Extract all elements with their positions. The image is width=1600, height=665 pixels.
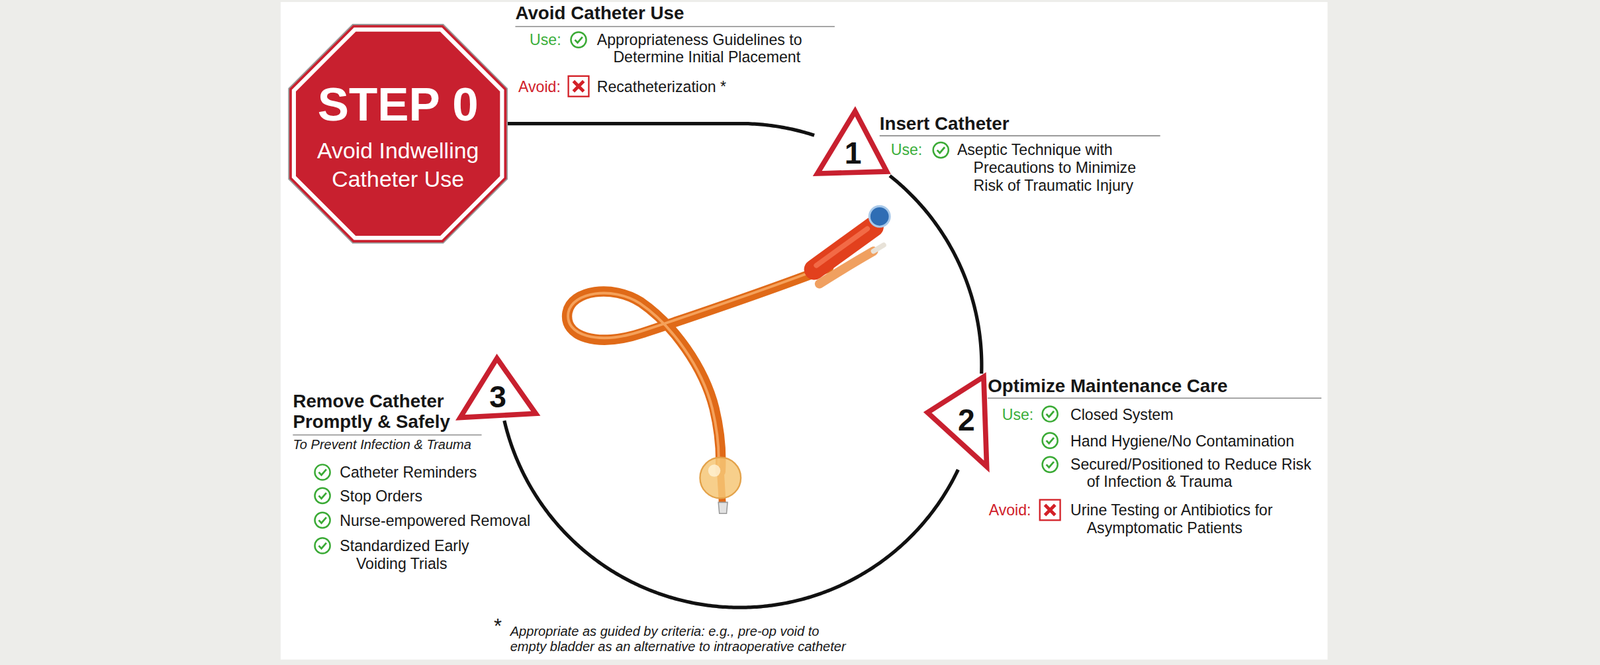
- callout-number: 3: [489, 381, 507, 413]
- cross-mark: [573, 81, 584, 92]
- cross-icon: [568, 76, 590, 97]
- check-mark: [319, 517, 327, 523]
- check-mark: [1046, 437, 1054, 444]
- callout-number: 2: [957, 405, 976, 436]
- heading-rule: [292, 434, 482, 436]
- footnote-mark: *: [493, 614, 502, 638]
- guideline-text: Stop Orders: [339, 486, 423, 505]
- check-icon: [315, 464, 331, 480]
- node-outline: [288, 24, 508, 243]
- step-text: Avoid Indwelling Catheter Use: [305, 137, 490, 195]
- step-title: STEP 0: [317, 79, 479, 129]
- drainage-funnel: [814, 226, 874, 270]
- section-heading: Insert Catheter: [879, 114, 1010, 136]
- check-mark: [319, 492, 327, 499]
- check-icon: [570, 32, 586, 48]
- balloon-shine: [708, 464, 721, 476]
- section-heading: Optimize Maintenance Care: [987, 376, 1228, 398]
- check-circle: [315, 537, 331, 553]
- tube-highlight: [567, 265, 829, 470]
- guideline-text: Urine Testing or Antibiotics for Asympto…: [1070, 501, 1290, 537]
- catheter-eyelet: [718, 501, 728, 514]
- guideline-text: Closed System: [1070, 405, 1174, 424]
- use-tag: Use:: [529, 30, 562, 49]
- stop-sign: STEP 0 Avoid Indwelling Catheter Use: [288, 24, 508, 243]
- check-icon: [1042, 432, 1058, 449]
- guideline-text: Aseptic Technique with Precautions to Mi…: [957, 141, 1144, 194]
- funnel-highlight: [816, 228, 868, 265]
- check-icon: [933, 142, 949, 158]
- check-circle: [315, 464, 331, 480]
- check-circle: [1042, 432, 1058, 449]
- use-tag: Use:: [891, 141, 923, 159]
- check-icon: [315, 512, 331, 528]
- cross-icon: [1039, 499, 1061, 521]
- check-circle: [315, 487, 331, 504]
- step-triangle: 1: [814, 107, 890, 178]
- heading-rule: [987, 397, 1322, 399]
- catheter-balloon: [699, 457, 741, 499]
- guideline-text: Standardized Early Voiding Trials: [339, 536, 493, 572]
- node-outline: [924, 373, 991, 470]
- check-icon: [1042, 456, 1058, 472]
- stop-octagon: [288, 24, 508, 243]
- section-heading: Remove Catheter Promptly & Safely: [292, 391, 467, 433]
- avoid-tag: Avoid:: [518, 77, 561, 96]
- guideline-text: Catheter Reminders: [339, 463, 477, 482]
- check-mark: [1046, 461, 1054, 468]
- cross-box: [568, 76, 590, 97]
- use-tag: Use:: [1002, 405, 1035, 424]
- footnote-text: Appropriate as guided by criteria: e.g.,…: [510, 624, 854, 655]
- check-circle: [1042, 456, 1058, 472]
- guideline-text: Hand Hygiene/No Contamination: [1070, 431, 1295, 450]
- guideline-text: Nurse-empowered Removal: [339, 511, 531, 529]
- catheter-illustration: [567, 205, 891, 514]
- guideline-text: Appropriateness Guidelines to Determine …: [597, 30, 817, 66]
- stop-rim: [293, 29, 502, 238]
- triangle-outline: [460, 358, 536, 418]
- heading-rule: [515, 25, 835, 28]
- cycle-arc: [504, 420, 958, 608]
- check-mark: [574, 37, 582, 44]
- check-circle: [933, 142, 949, 158]
- check-mark: [937, 146, 945, 153]
- section-subheading: To Prevent Infection & Trauma: [292, 437, 472, 453]
- check-circle: [570, 32, 586, 48]
- triangle-outline: [927, 376, 987, 467]
- cycle-arc: [507, 123, 815, 136]
- check-mark: [319, 542, 327, 549]
- triangle-outline: [817, 111, 888, 174]
- check-circle: [1042, 405, 1058, 422]
- section-heading: Avoid Catheter Use: [515, 3, 684, 25]
- step-triangle: 3: [457, 354, 539, 421]
- guideline-text: Recatheterization *: [597, 77, 727, 96]
- step-triangle: 2: [924, 373, 991, 470]
- avoid-tag: Avoid:: [988, 501, 1032, 519]
- check-icon: [1042, 405, 1058, 422]
- check-mark: [1046, 411, 1054, 418]
- cycle-arc: [889, 175, 982, 374]
- callout-number: 1: [844, 137, 862, 169]
- check-icon: [315, 487, 331, 504]
- heading-rule: [879, 135, 1161, 137]
- guideline-text: Secured/Positioned to Reduce Risk of Inf…: [1070, 454, 1321, 490]
- cross-box: [1039, 499, 1061, 521]
- catheter-cap: [869, 205, 890, 227]
- check-mark: [319, 469, 327, 476]
- port-tip: [873, 244, 884, 251]
- cross-mark: [1044, 504, 1055, 515]
- check-icon: [315, 537, 331, 553]
- check-circle: [315, 512, 331, 528]
